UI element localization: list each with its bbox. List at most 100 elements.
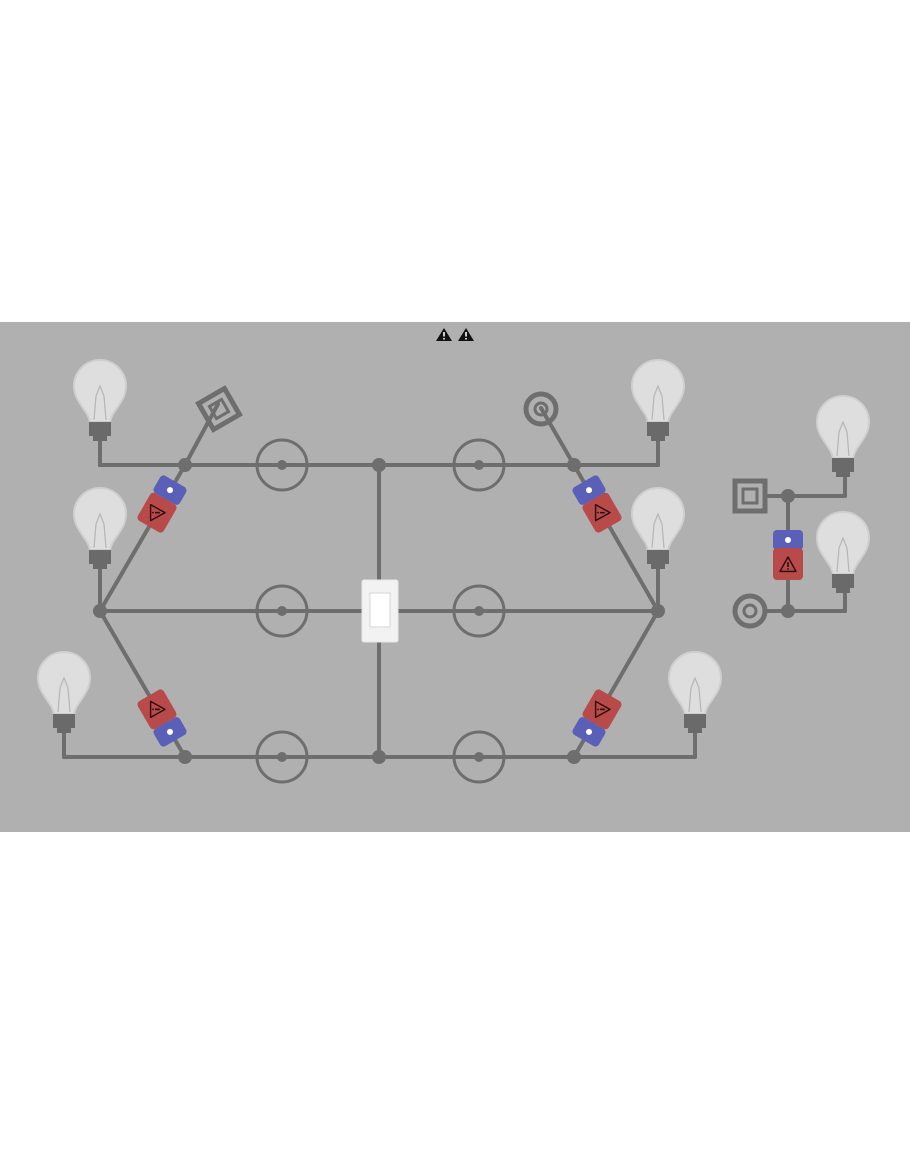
- bulb-base: [832, 458, 854, 472]
- slot-center: [474, 752, 484, 762]
- bulb-base: [647, 422, 669, 436]
- terminal-circle-side[interactable]: [732, 593, 768, 629]
- bulb-bottom-left[interactable]: [36, 651, 92, 733]
- wire-junction: [93, 604, 107, 618]
- wire-junction: [567, 458, 581, 472]
- warning-dot: [465, 337, 467, 340]
- wire-junction: [781, 604, 795, 618]
- slot-ring[interactable]: [255, 438, 309, 492]
- warning-icon: [594, 700, 611, 719]
- bulb-base: [684, 714, 706, 728]
- battery-upper-right[interactable]: [571, 474, 623, 534]
- bulb-tip: [651, 436, 665, 441]
- bulb-glass: [815, 395, 871, 459]
- warning-dot: [597, 511, 599, 514]
- bulb-filament: [651, 512, 665, 549]
- bulb-glass: [630, 359, 686, 423]
- bulb-filament: [688, 676, 702, 713]
- warning-outline: [779, 556, 797, 573]
- bulb-tip: [93, 436, 107, 441]
- bulb-base: [647, 550, 669, 564]
- terminal-inner: [742, 603, 758, 619]
- terminal-inner: [741, 487, 759, 505]
- slot-mid-2[interactable]: [452, 584, 506, 638]
- bulb-filament: [651, 384, 665, 421]
- battery-warning: [594, 503, 611, 522]
- bulb-base: [53, 714, 75, 728]
- battery-lower-left[interactable]: [136, 688, 188, 748]
- battery-terminal-dot: [586, 487, 592, 494]
- wire-junction: [781, 489, 795, 503]
- wire-junction: [567, 750, 581, 764]
- terminal-outer: [195, 385, 243, 433]
- bulb-bottom-right[interactable]: [667, 651, 723, 733]
- game-board: [0, 322, 910, 832]
- bulb-filament: [836, 536, 850, 573]
- warning-outline: [149, 503, 166, 522]
- wire: [539, 406, 576, 467]
- terminal-circle-main[interactable]: [523, 391, 559, 427]
- slot-bottom-1[interactable]: [255, 730, 309, 784]
- slot-ring[interactable]: [255, 584, 309, 638]
- circuit-board: [36, 328, 871, 784]
- battery-terminal-dot: [167, 728, 173, 735]
- status-warnings: [436, 328, 474, 341]
- wire-junction: [372, 750, 386, 764]
- slot-center: [474, 606, 484, 616]
- warning-outline: [149, 700, 166, 719]
- terminal-outer: [523, 391, 559, 427]
- bulb-mid-right[interactable]: [630, 487, 686, 569]
- slot-ring[interactable]: [452, 438, 506, 492]
- slot-ring[interactable]: [452, 584, 506, 638]
- bulb-filament: [93, 512, 107, 549]
- bulb-glass: [630, 487, 686, 551]
- slot-center: [277, 606, 287, 616]
- slot-top-1[interactable]: [255, 438, 309, 492]
- warning-icon: [779, 556, 797, 573]
- bulb-tip: [651, 564, 665, 569]
- warning-dot: [597, 708, 599, 711]
- bulb-glass: [36, 651, 92, 715]
- battery-terminal-dot: [785, 537, 791, 543]
- terminal-inner: [207, 397, 231, 421]
- slot-top-2[interactable]: [452, 438, 506, 492]
- terminal-inner: [533, 401, 549, 417]
- bulb-glass: [815, 511, 871, 575]
- slot-bottom-2[interactable]: [452, 730, 506, 784]
- bulb-filament: [57, 676, 71, 713]
- bulb-tip: [57, 728, 71, 733]
- slot-center: [277, 752, 287, 762]
- main-switch[interactable]: [361, 579, 399, 643]
- bulb-filament: [836, 420, 850, 457]
- bulb-top-right[interactable]: [630, 359, 686, 441]
- warning-dot: [443, 337, 445, 340]
- battery-lower-right[interactable]: [571, 688, 623, 748]
- slot-center: [474, 460, 484, 470]
- warning-icon: [594, 503, 611, 522]
- slot-ring[interactable]: [255, 730, 309, 784]
- wire-junction: [651, 604, 665, 618]
- battery-warning: [149, 700, 166, 719]
- bulb-glass: [72, 359, 128, 423]
- bulb-side-bottom[interactable]: [815, 511, 871, 593]
- bulb-top-left[interactable]: [72, 359, 128, 441]
- switch-toggle[interactable]: [369, 592, 391, 628]
- warning-dot: [787, 568, 789, 570]
- battery-warning: [149, 503, 166, 522]
- battery-upper-left[interactable]: [136, 474, 188, 534]
- warning-triangle-icon: [436, 328, 452, 341]
- slot-mid-1[interactable]: [255, 584, 309, 638]
- bulb-tip: [836, 472, 850, 477]
- bulb-side-top[interactable]: [815, 395, 871, 477]
- slot-ring[interactable]: [452, 730, 506, 784]
- terminal-square-main[interactable]: [195, 385, 243, 433]
- battery-side[interactable]: [773, 530, 803, 580]
- warning-outline: [594, 503, 611, 522]
- warning-triangle-icon: [458, 328, 474, 341]
- wire-junction: [178, 750, 192, 764]
- bulb-base: [89, 550, 111, 564]
- wire-junction: [178, 458, 192, 472]
- battery-terminal-dot: [586, 728, 592, 735]
- bulb-mid-left[interactable]: [72, 487, 128, 569]
- terminal-square-side[interactable]: [732, 478, 768, 514]
